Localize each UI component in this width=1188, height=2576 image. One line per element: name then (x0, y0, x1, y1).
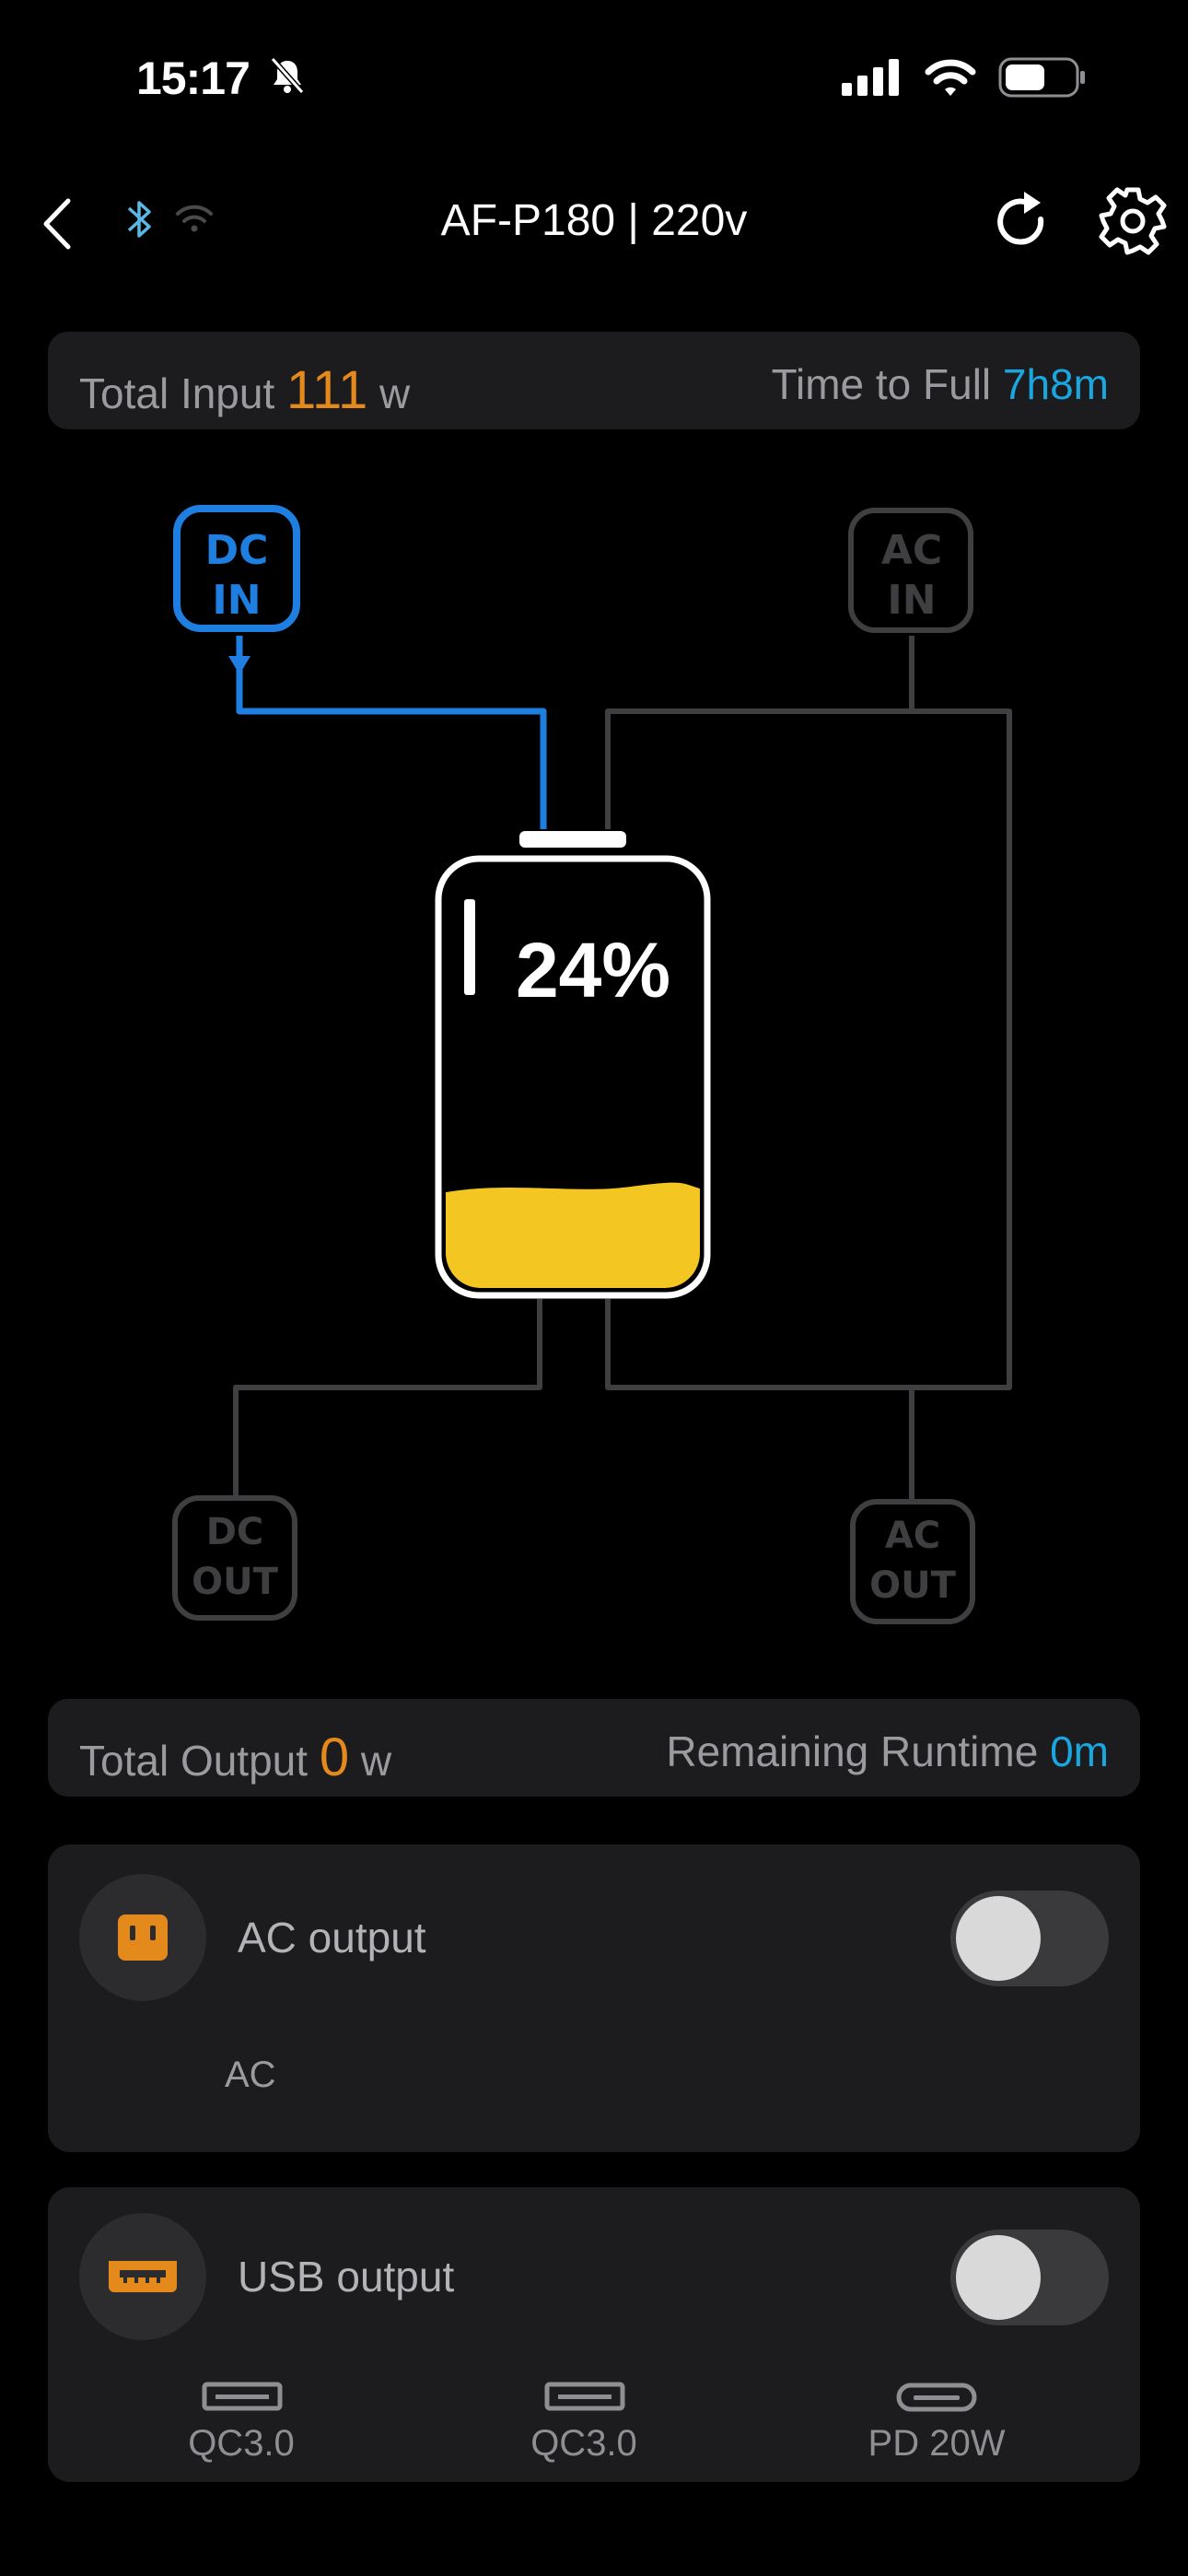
total-input-value: 111 (286, 360, 368, 420)
dc-in-line (236, 636, 547, 829)
status-time: 15:17 (136, 53, 250, 104)
total-input-label: Total Input (79, 369, 275, 417)
dc-in-icon: DC IN (173, 505, 300, 632)
usb-output-title: USB output (238, 2253, 455, 2301)
usb-icon-bg (79, 2213, 206, 2340)
ac-port-label: AC (225, 2055, 276, 2095)
battery-terminal (519, 831, 626, 848)
page-title: AF-P180 | 220v (440, 196, 748, 245)
ac-output-toggle[interactable] (950, 1891, 1109, 1986)
dc-out-text-2: OUT (192, 1561, 278, 1603)
usb-a-port-icon (544, 2382, 625, 2411)
battery-percent: 24% (516, 927, 670, 1013)
ac-out-text-1: AC (885, 1515, 940, 1557)
cellular-signal-icon (842, 59, 899, 96)
remaining-runtime-value: 0m (1050, 1727, 1109, 1775)
time-to-full-label: Time to Full (771, 360, 992, 408)
battery-fill (446, 1182, 700, 1288)
status-battery-icon (998, 57, 1085, 98)
total-output-value: 0 (319, 1727, 350, 1787)
ac-in-text-2: IN (887, 577, 936, 624)
ac-out-text-2: OUT (869, 1564, 956, 1607)
ac-output-title: AC output (238, 1914, 426, 1961)
remaining-runtime-label: Remaining Runtime (666, 1727, 1039, 1775)
ac-outlet-icon-bg (79, 1874, 206, 2001)
dc-out-text-1: DC (206, 1511, 264, 1553)
usb-a-port-icon (202, 2382, 283, 2411)
usb-output-toggle[interactable] (950, 2230, 1109, 2325)
bell-muted-icon (270, 57, 305, 94)
usb-port-label-1: QC3.0 (188, 2423, 295, 2464)
battery-graphic: 24% (435, 831, 711, 1299)
back-chevron-icon[interactable] (41, 197, 74, 251)
dc-out-line (233, 1299, 542, 1498)
ac-in-text-1: AC (881, 527, 942, 574)
usb-port-icon (109, 2261, 177, 2292)
usb-port-label-3: PD 20W (868, 2423, 1006, 2464)
dc-in-arrow (228, 656, 250, 674)
ac-output-toggle-knob (956, 1896, 1041, 1981)
usb-output-card: USB output QC3.0 QC3.0 PD 20W (48, 2187, 1140, 2482)
refresh-icon[interactable] (993, 190, 1054, 256)
total-output-unit: w (360, 1737, 392, 1785)
ac-out-line (605, 1299, 914, 1502)
total-output-bar: Total Output 0 w Remaining Runtime 0m (48, 1699, 1140, 1797)
settings-gear-icon[interactable] (1096, 184, 1170, 258)
ac-in-icon: AC IN (848, 508, 973, 633)
total-input-bar: Total Input 111 w Time to Full 7h8m (48, 332, 1140, 429)
total-input-unit: w (379, 369, 411, 417)
dc-in-text-1: DC (205, 527, 269, 574)
total-output-label: Total Output (79, 1737, 309, 1785)
ac-in-bypass-line (912, 708, 1012, 1390)
ac-out-icon: AC OUT (850, 1499, 975, 1624)
wifi-icon (925, 59, 976, 96)
battery-cursor-mark (464, 899, 475, 995)
wifi-disconnected-icon (176, 205, 213, 232)
dc-in-text-2: IN (212, 577, 261, 624)
time-to-full-value: 7h8m (1002, 360, 1109, 408)
power-flow-diagram: DC IN AC IN DC OUT AC OUT 24% (172, 505, 1012, 1624)
bluetooth-icon (127, 201, 151, 238)
usb-port-label-2: QC3.0 (530, 2423, 637, 2464)
usb-c-port-icon (896, 2383, 977, 2412)
dc-out-icon: DC OUT (172, 1495, 297, 1621)
ac-in-line (605, 636, 914, 829)
ac-output-card: AC output AC (48, 1844, 1140, 2152)
usb-output-toggle-knob (956, 2235, 1041, 2320)
ac-outlet-icon (118, 1914, 168, 1961)
